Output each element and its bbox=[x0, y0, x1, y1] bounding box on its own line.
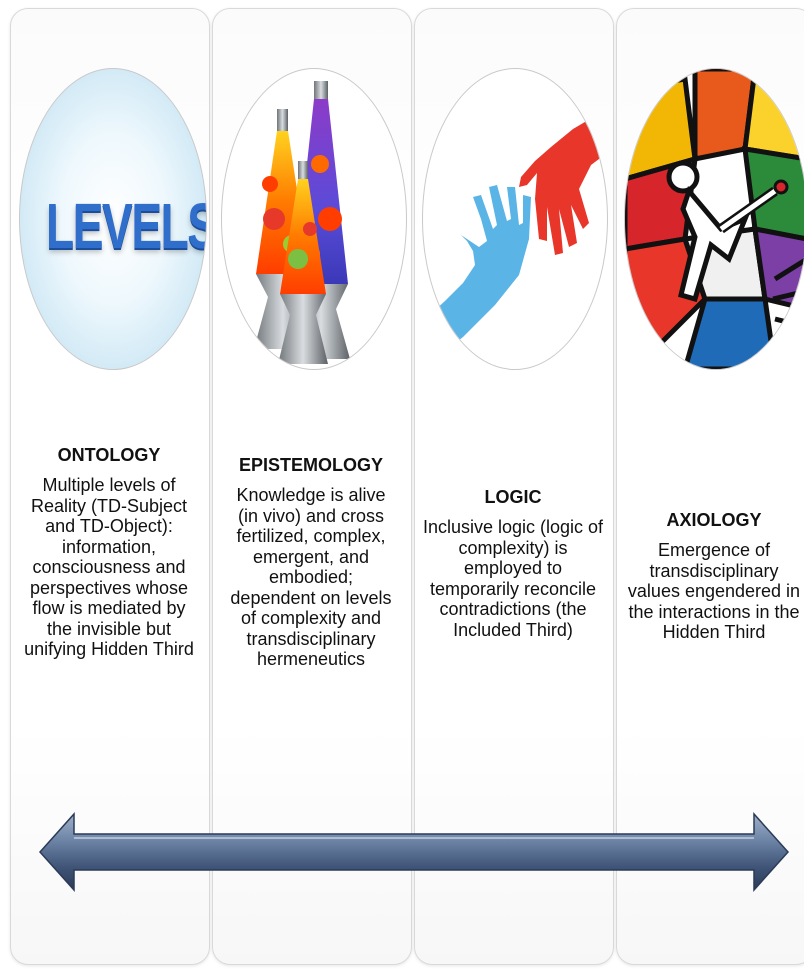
axiology-description: Emergence of transdisciplinary values en… bbox=[627, 540, 801, 642]
double-headed-arrow bbox=[38, 812, 790, 892]
levels-image-label: LEVELS bbox=[46, 190, 207, 262]
reaching-hands-illustration bbox=[423, 109, 607, 369]
epistemology-heading: EPISTEMOLOGY bbox=[238, 455, 384, 475]
logic-description: Inclusive logic (logic of complexity) is… bbox=[422, 517, 604, 640]
stained-glass-illustration bbox=[625, 69, 804, 369]
logic-heading: LOGIC bbox=[484, 487, 542, 507]
reaching-hands-image bbox=[422, 68, 608, 370]
axiology-heading: AXIOLOGY bbox=[666, 510, 762, 530]
ontology-description: Multiple levels of Reality (TD-Subject a… bbox=[24, 475, 194, 659]
lava-lamps-illustration bbox=[254, 81, 350, 364]
epistemology-description: Knowledge is alive (in vivo) and cross f… bbox=[230, 485, 392, 669]
lava-lamps-image bbox=[221, 68, 407, 370]
ontology-heading: ONTOLOGY bbox=[57, 445, 161, 465]
levels-image: LEVELS bbox=[19, 68, 207, 370]
stained-glass-figure-image bbox=[624, 68, 804, 370]
